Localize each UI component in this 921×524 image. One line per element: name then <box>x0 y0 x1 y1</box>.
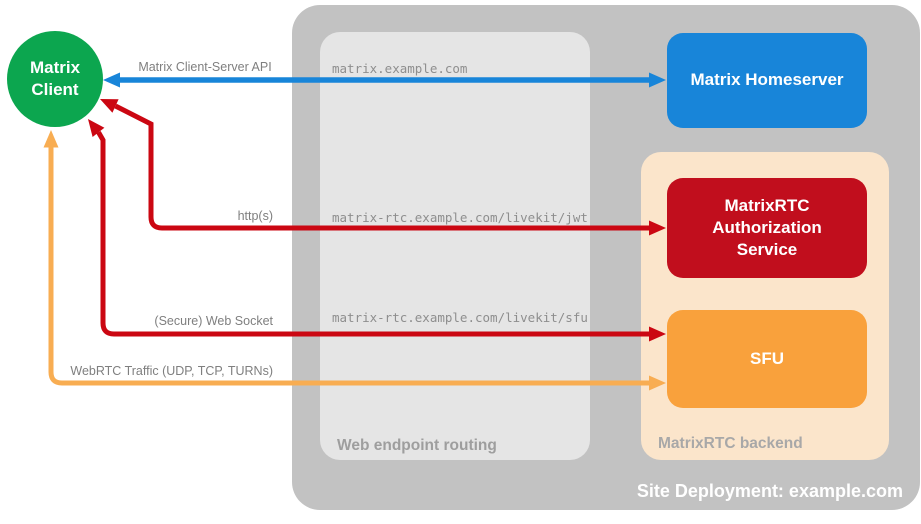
site-deployment-caption: Site Deployment: example.com <box>636 481 903 501</box>
arrow-https <box>100 99 666 236</box>
matrix-client-label: Matrix Client <box>29 57 81 99</box>
arrow-label-webrtc: WebRTC Traffic (UDP, TCP, TURNs) <box>70 364 273 378</box>
arrowhead-right-icon <box>649 72 666 88</box>
arrowhead-client-icon <box>88 119 105 137</box>
sfu-label: SFU <box>750 348 784 368</box>
arrowhead-sfu-icon <box>649 326 666 342</box>
arrowhead-service-icon <box>649 220 666 236</box>
endpoint-livekit-sfu: matrix-rtc.example.com/livekit/sfu <box>332 310 588 325</box>
sfu-node: SFU <box>667 310 867 408</box>
arrowhead-left-icon <box>103 72 120 88</box>
matrixrtc-backend-caption: MatrixRTC backend <box>658 435 803 452</box>
arrow-label-https: http(s) <box>237 209 273 223</box>
matrix-homeserver-node: Matrix Homeserver <box>667 33 867 128</box>
arrow-client-server-api <box>103 72 666 88</box>
endpoint-livekit-jwt: matrix-rtc.example.com/livekit/jwt <box>332 210 588 225</box>
endpoint-matrix: matrix.example.com <box>332 61 468 76</box>
arrowhead-sfu-icon <box>649 375 666 391</box>
arrow-websocket <box>88 119 666 342</box>
matrixrtc-auth-service-label: MatrixRTC Authorization Service <box>712 195 822 260</box>
arrowhead-client-icon <box>43 130 59 148</box>
matrixrtc-auth-service-node: MatrixRTC Authorization Service <box>667 178 867 278</box>
matrix-homeserver-label: Matrix Homeserver <box>690 70 844 90</box>
arrow-webrtc <box>43 130 666 391</box>
web-endpoint-routing-container <box>320 32 590 460</box>
arrow-label-websocket: (Secure) Web Socket <box>154 314 273 328</box>
arrow-label-client-server-api: Matrix Client-Server API <box>138 60 272 74</box>
matrix-client-node: Matrix Client <box>7 31 103 127</box>
web-endpoint-routing-caption: Web endpoint routing <box>337 437 497 454</box>
arrowhead-client-icon <box>100 99 119 113</box>
